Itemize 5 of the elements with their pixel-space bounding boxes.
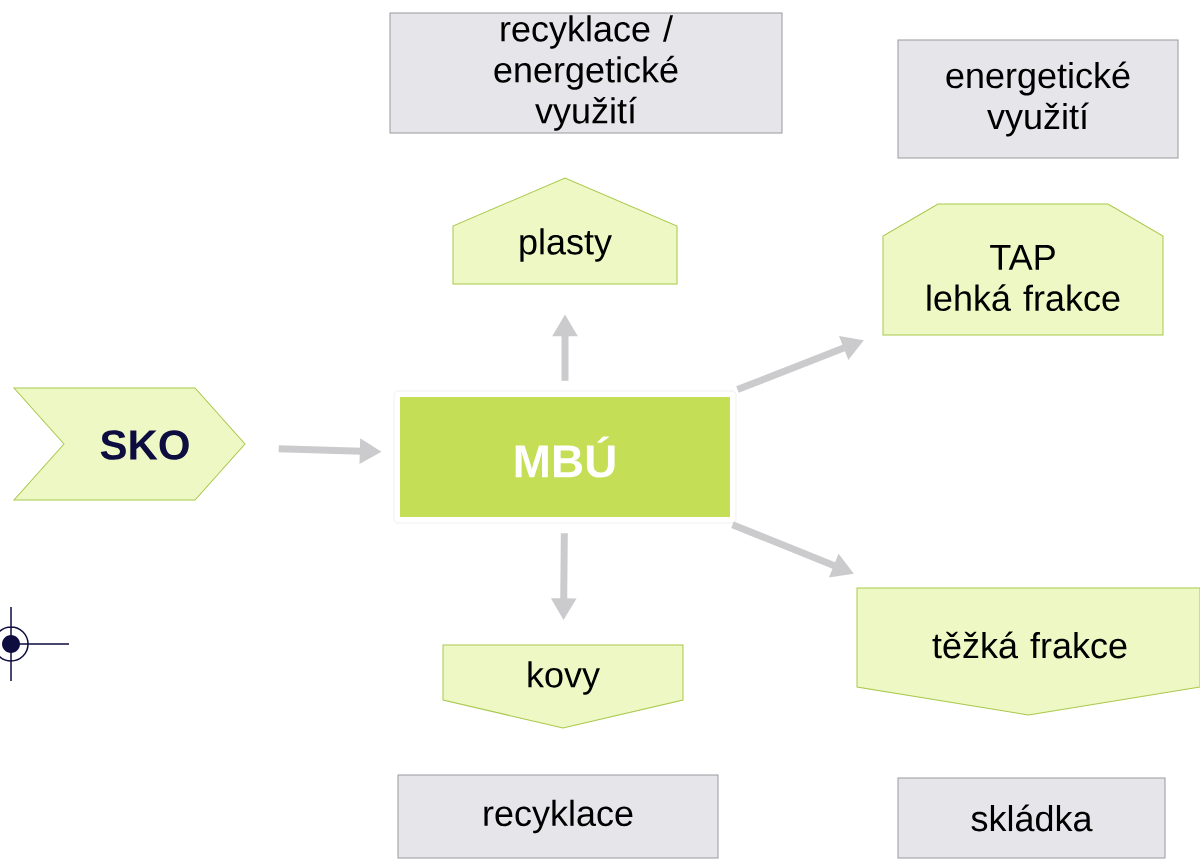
output-box: skládka xyxy=(897,777,1166,859)
output-box: energetické využití xyxy=(897,39,1179,159)
output-box: recyklace / energetické využití xyxy=(389,12,783,134)
output-box: recyklace xyxy=(397,774,719,859)
process-box: MBÚ xyxy=(393,390,737,524)
